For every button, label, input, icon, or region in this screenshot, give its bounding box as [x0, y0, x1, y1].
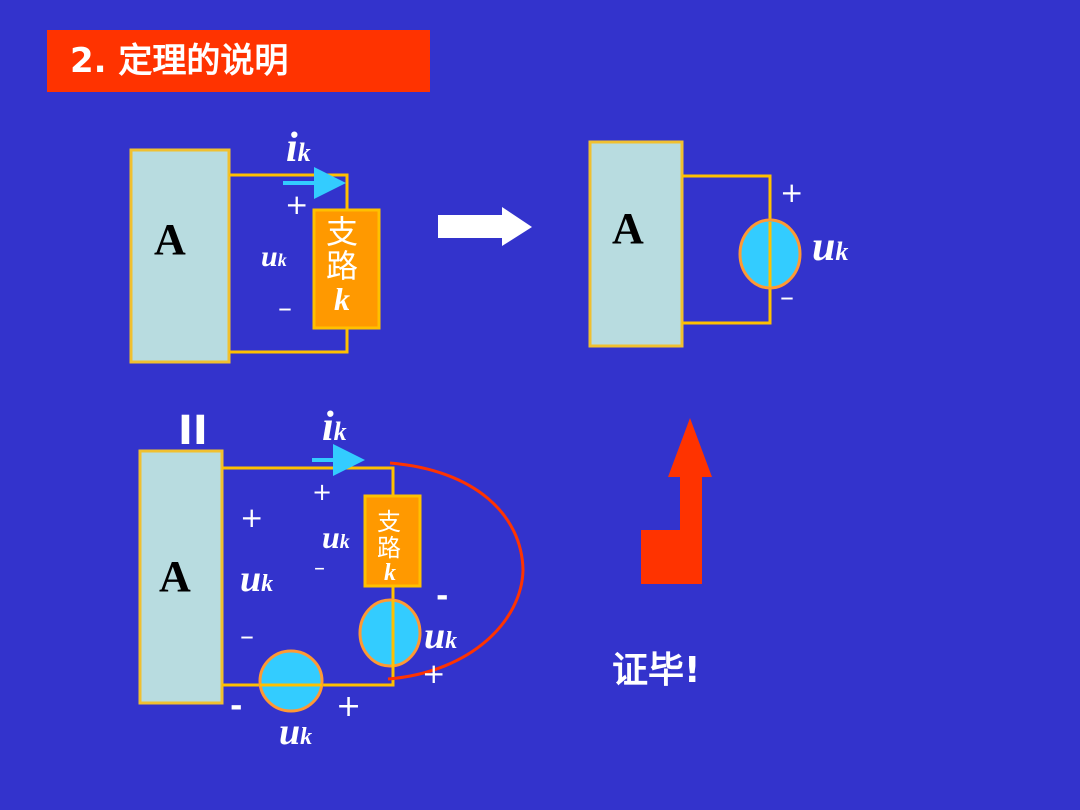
slide-title: 2. 定理的说明	[70, 41, 289, 81]
minus-sign-1: –	[278, 291, 292, 324]
circuit-equivalent: A ik + uk – 支 路 k + uk – - uk + - + uk	[138, 404, 525, 753]
circuit-substituted: A + – uk	[588, 140, 848, 348]
voltage-label-3-branch: uk	[322, 519, 350, 555]
wire-bottom-1	[229, 328, 349, 354]
block-label-1: A	[154, 215, 186, 264]
voltage-source-icon-3b	[258, 649, 324, 713]
plus-sign-3-bottom-source: +	[336, 689, 361, 724]
minus-sign-3-left: –	[240, 619, 254, 652]
voltage-label-3-bottom-source: uk	[279, 711, 312, 753]
voltage-label-1: uk	[261, 240, 287, 273]
voltage-source-icon-3a	[358, 598, 422, 668]
branch-k-1: k	[334, 281, 350, 317]
wire-top-1	[229, 173, 349, 210]
right-arrow-icon	[438, 207, 532, 246]
branch-k-box-1	[312, 208, 381, 330]
branch-char1-3: 支	[377, 508, 401, 536]
block-label-3: A	[159, 552, 191, 601]
block-label-2: A	[612, 204, 644, 253]
dash-sign-3-bottom-source: -	[230, 689, 242, 724]
branch-char2-3: 路	[377, 534, 401, 562]
branch-char1-1: 支	[326, 213, 358, 251]
conclusion-text: 证毕!	[612, 650, 700, 691]
up-arrow-icon	[641, 418, 712, 584]
plus-sign-1: +	[285, 188, 308, 221]
plus-sign-3-branch: +	[312, 478, 332, 506]
circuit-original: A ik + uk – 支 路 k	[129, 125, 381, 364]
dash-sign-3-right-source: -	[436, 579, 448, 614]
plus-sign-3-right-source: +	[422, 657, 445, 690]
network-a-block-2	[588, 140, 684, 348]
current-label-3: ik	[322, 404, 347, 450]
voltage-label-3-left: uk	[240, 558, 273, 600]
title-bar	[47, 30, 430, 92]
wire-top-3	[222, 466, 395, 496]
minus-sign-3-branch: –	[314, 556, 325, 581]
network-a-block-1	[129, 148, 231, 364]
red-loop-curve	[387, 461, 525, 681]
network-a-block-3	[138, 449, 224, 705]
wire-top-2	[682, 174, 772, 222]
wire-bottom-2	[682, 287, 772, 325]
voltage-label-2: uk	[812, 224, 848, 270]
branch-char2-1: 路	[326, 247, 358, 285]
voltage-label-3-right-source: uk	[424, 615, 457, 657]
plus-sign-2: +	[780, 176, 803, 209]
branch-k-3: k	[384, 560, 396, 586]
equals-sign: II	[178, 408, 208, 454]
plus-sign-3-left: +	[240, 501, 263, 534]
minus-sign-2: –	[780, 280, 794, 313]
current-label-1: ik	[286, 125, 311, 171]
